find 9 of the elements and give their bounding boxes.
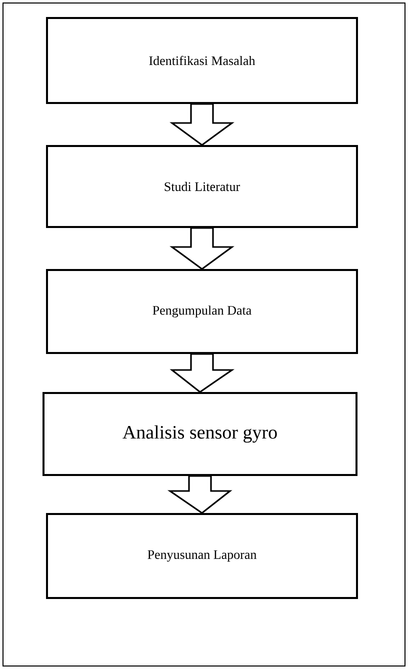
process-box: Pengumpulan Data [46,269,358,354]
block-arrow [170,227,234,270]
process-box: Analisis sensor gyro [42,392,358,476]
block-arrow [170,103,234,146]
block-arrow [167,475,232,514]
block-arrow [170,353,235,393]
process-box: Identifikasi Masalah [46,17,358,104]
process-box: Studi Literatur [46,145,358,228]
process-box: Penyusunan Laporan [46,513,358,599]
